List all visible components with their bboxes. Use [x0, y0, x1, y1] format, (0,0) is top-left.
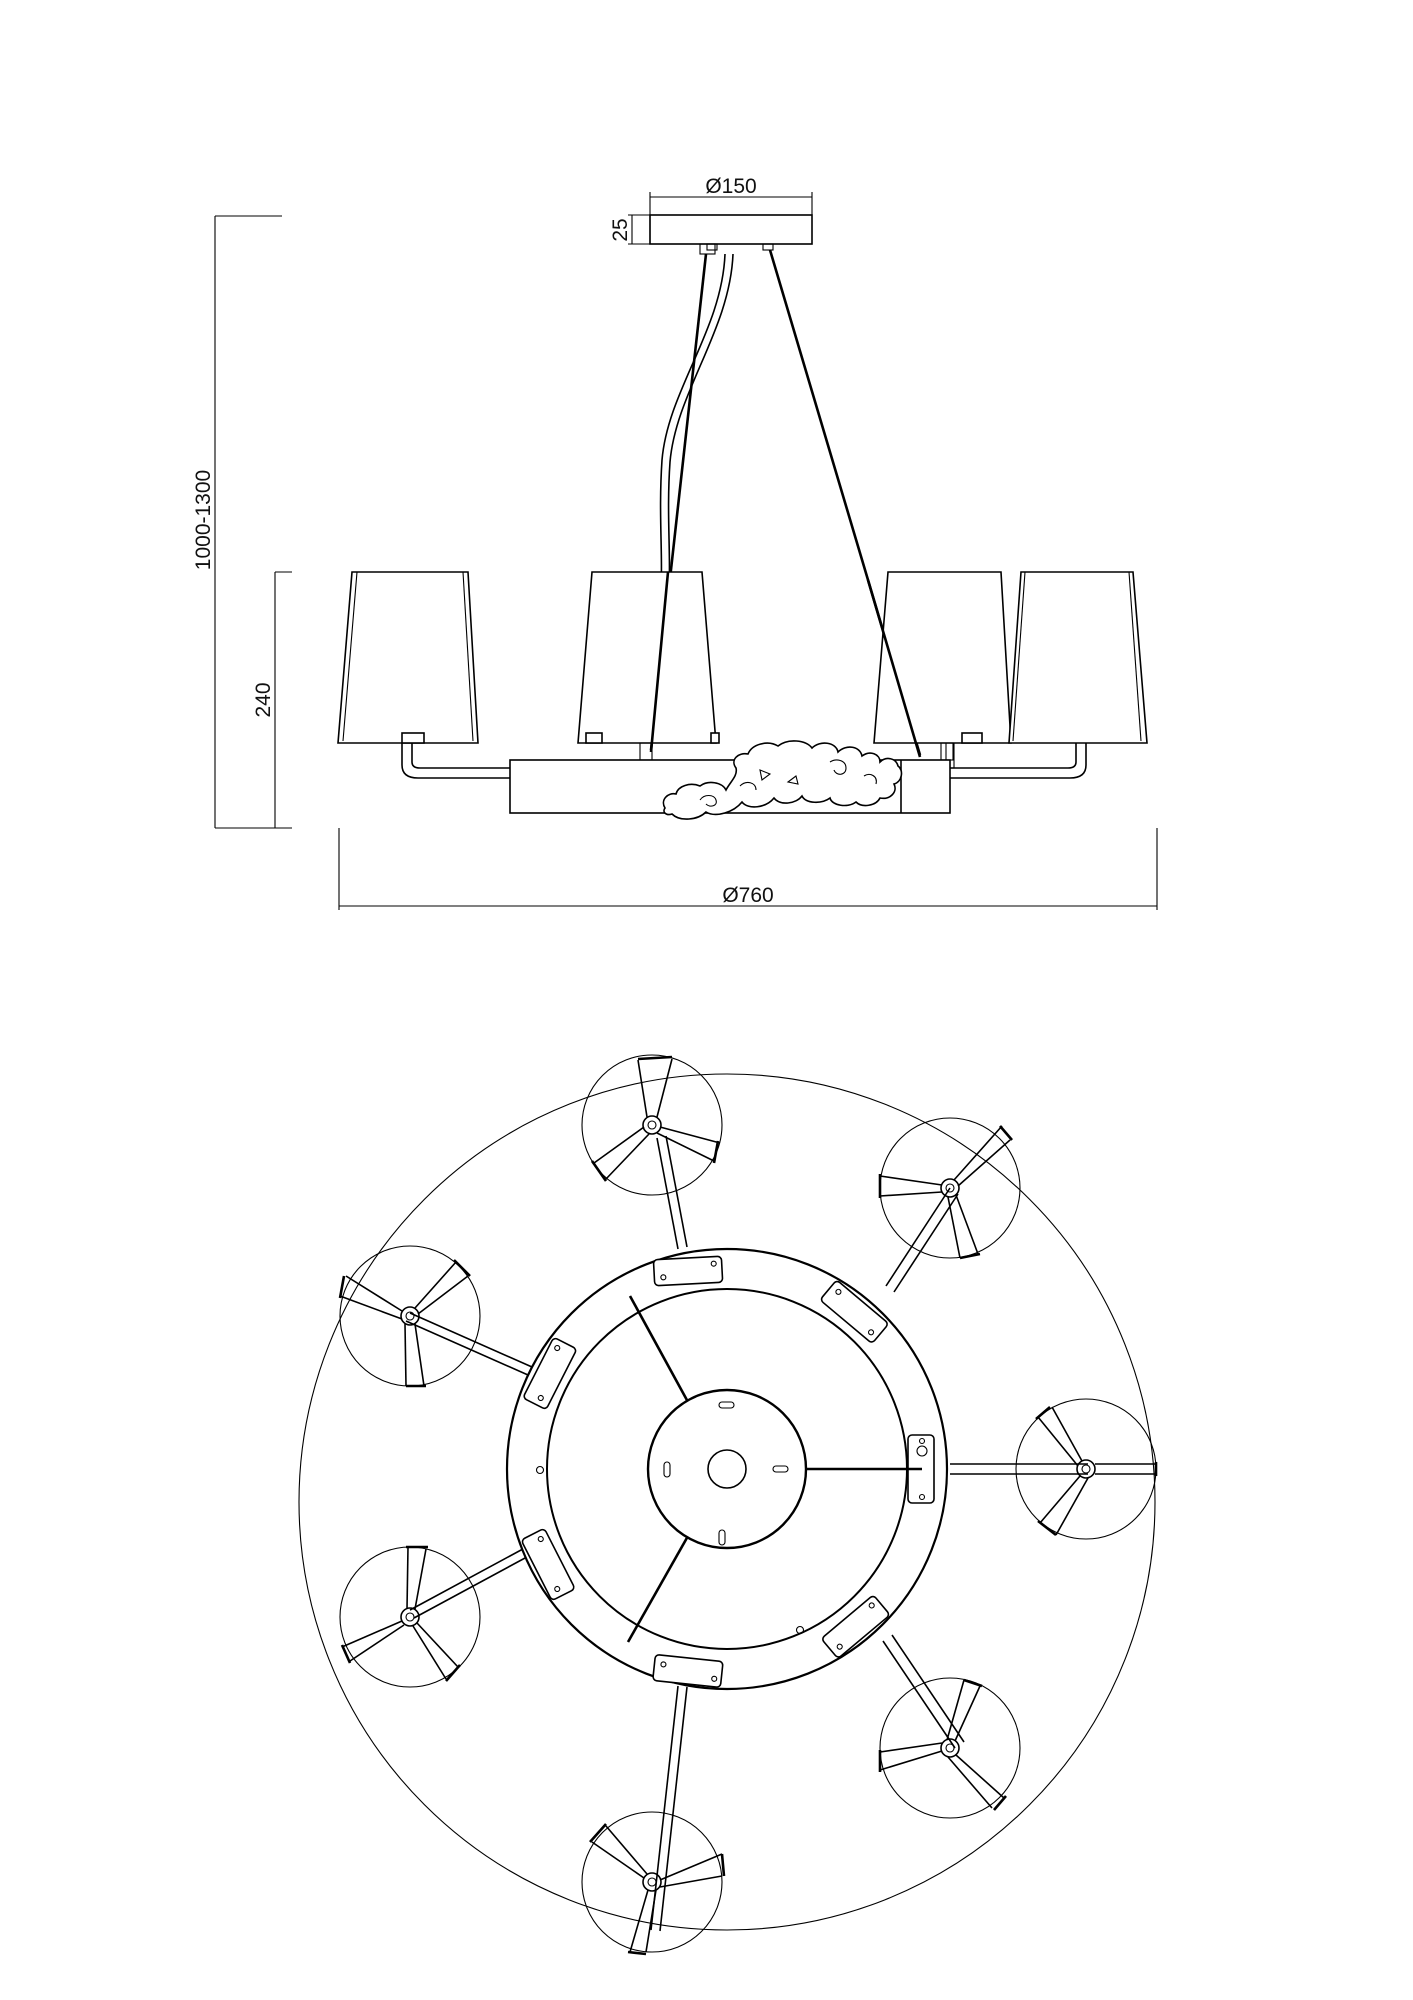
overall-height-label: 1000-1300 [192, 470, 215, 570]
overall-diameter-label: Ø760 [722, 884, 773, 907]
plan-shade-right [1015, 1398, 1158, 1540]
body-height-label: 240 [252, 682, 275, 717]
canopy-height-label: 25 [609, 218, 632, 241]
outer-envelope-circle [298, 1073, 1156, 1931]
plan-shade-top-left [338, 1245, 481, 1388]
shade-4 [1008, 571, 1148, 744]
canopy-diameter-dimension: Ø150 [649, 175, 813, 244]
canopy-height-dimension: 25 [609, 214, 650, 245]
cloud-ornament [662, 740, 903, 820]
lamp-shades-side [337, 571, 1148, 761]
plan-shade-top [581, 1054, 723, 1196]
body-height-dimension: 240 [252, 571, 292, 828]
shade-2 [577, 571, 720, 744]
plan-shade-bottom [581, 1811, 726, 1956]
shade-3 [873, 571, 1012, 744]
plan-view [298, 1054, 1158, 1956]
plan-hub [646, 1388, 808, 1550]
side-elevation: Ø150 25 1000-1300 240 [192, 175, 1158, 910]
overall-diameter-dimension: Ø760 [338, 828, 1158, 910]
plan-shade-bottom-right [878, 1677, 1021, 1819]
plan-shade-top-right [878, 1117, 1021, 1260]
ceiling-canopy [649, 214, 813, 255]
plan-shades [338, 1054, 1158, 1956]
plan-spokes [626, 1295, 922, 1643]
shade-1 [337, 571, 479, 744]
plan-shade-bottom-left [339, 1545, 481, 1688]
canopy-diameter-label: Ø150 [705, 175, 756, 198]
overall-height-dimension: 1000-1300 [192, 215, 292, 829]
